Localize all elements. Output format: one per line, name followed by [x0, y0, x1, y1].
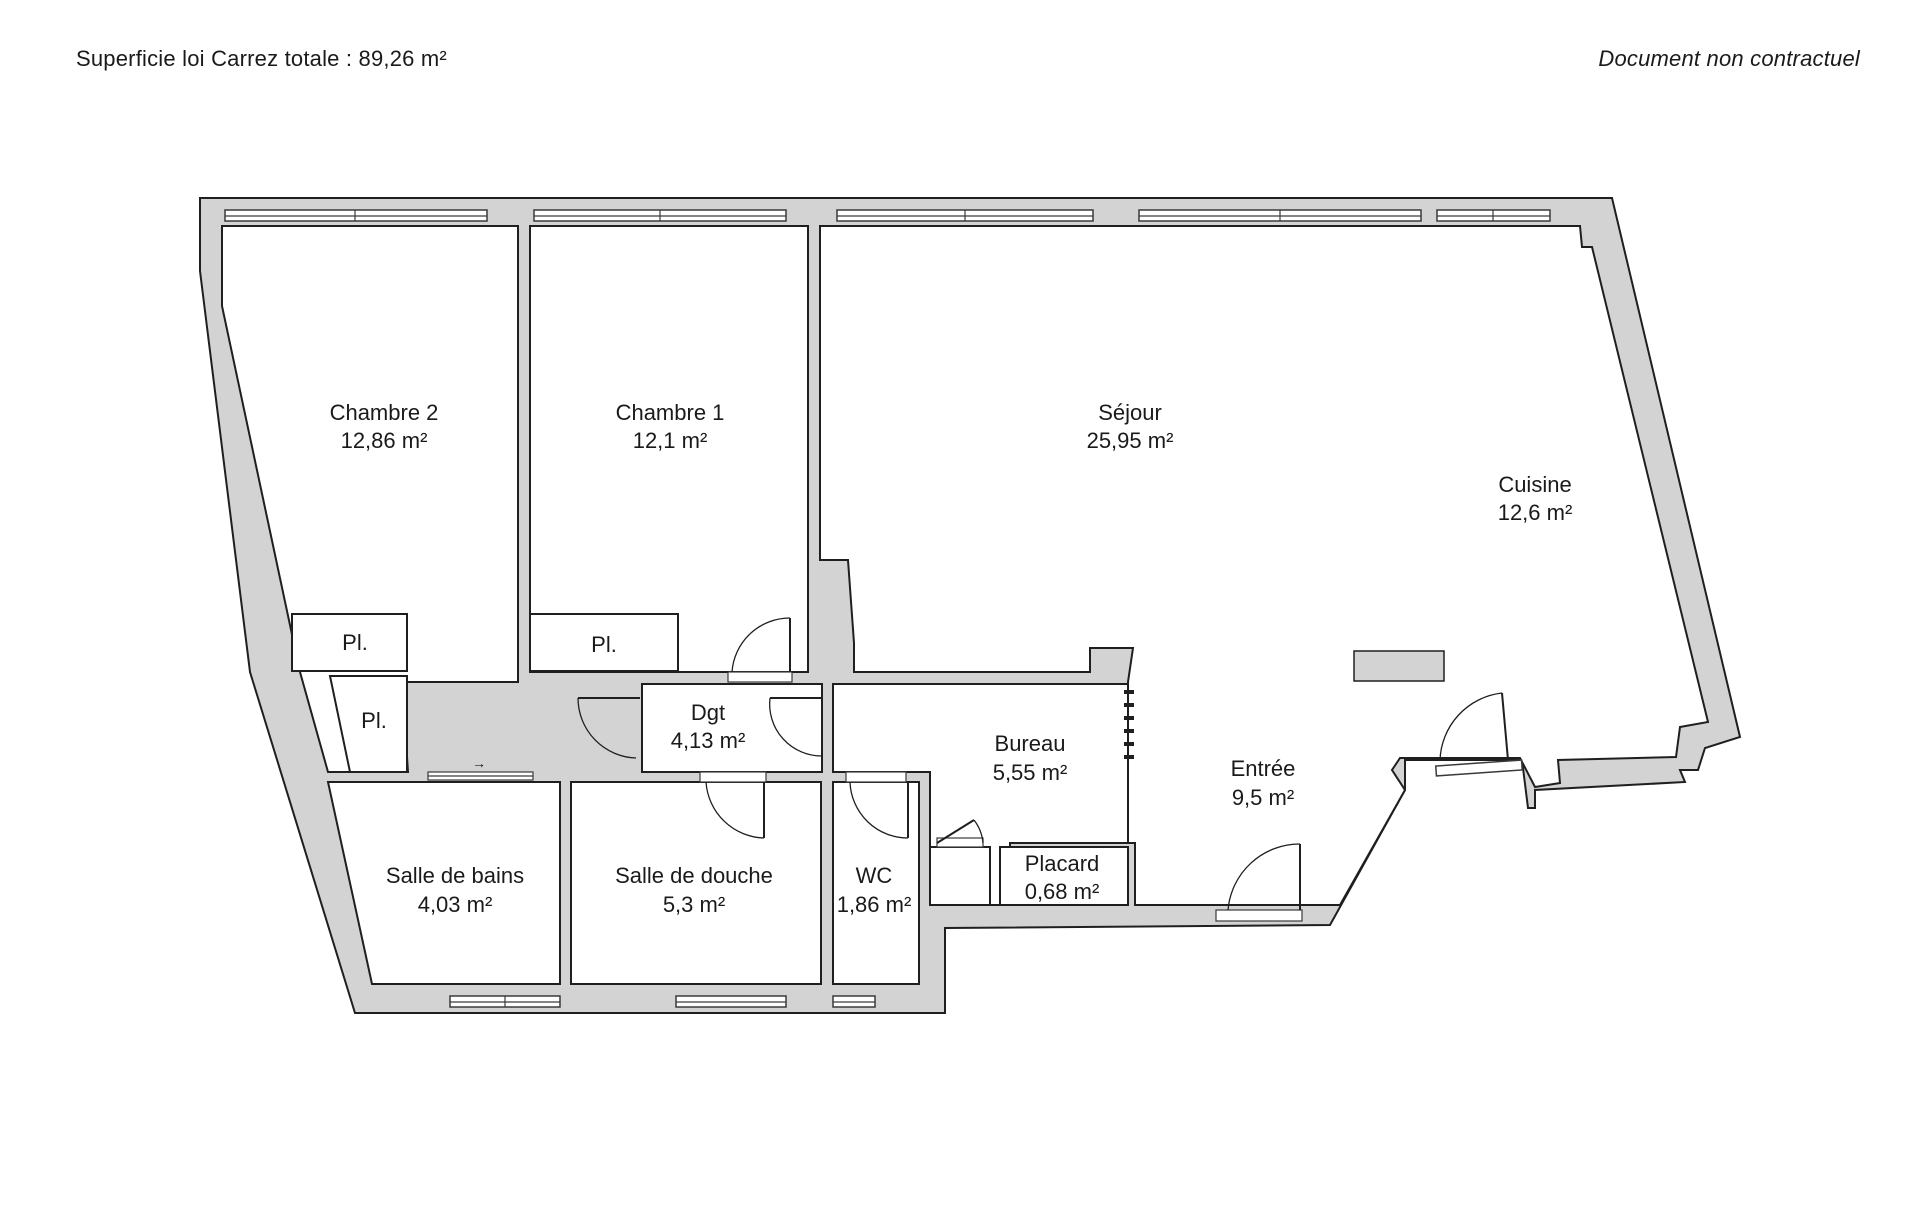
room-name-entree: Entrée: [1231, 756, 1296, 781]
room-area-salle-de-bains: 4,03 m²: [418, 892, 493, 917]
room-area-bureau: 5,55 m²: [993, 760, 1068, 785]
room-name-dgt: Dgt: [691, 700, 725, 725]
room-wc: [832, 781, 920, 985]
room-area-placard: 0,68 m²: [1025, 879, 1100, 904]
room-area-chambre-1: 12,1 m²: [633, 428, 708, 453]
room-name-wc: WC: [856, 863, 893, 888]
room-name-salle-de-bains: Salle de bains: [386, 863, 524, 888]
total-area-text: Superficie loi Carrez totale : 89,26 m²: [76, 46, 447, 71]
room-area-chambre-2: 12,86 m²: [341, 428, 428, 453]
room-name-bureau: Bureau: [995, 731, 1066, 756]
closet-chambre-2-b: [328, 675, 408, 773]
room-placard: [999, 846, 1129, 906]
stairs-radiator: [1124, 690, 1134, 759]
svg-text:→: →: [472, 755, 486, 771]
room-placard-bureau: [929, 846, 991, 906]
room-name-cuisine: Cuisine: [1498, 472, 1571, 497]
room-salle-de-bains: [326, 781, 561, 985]
closet-chambre-1: [529, 613, 679, 672]
closet-label-3: Pl.: [591, 632, 617, 657]
room-name-placard: Placard: [1025, 851, 1100, 876]
room-sejour-cuisine: [819, 225, 1710, 906]
closet-chambre-2-a: [291, 613, 408, 672]
room-name-salle-de-douche: Salle de douche: [615, 863, 773, 888]
room-area-entree: 9,5 m²: [1232, 785, 1294, 810]
doors: →: [427, 617, 1509, 922]
room-name-sejour: Séjour: [1098, 400, 1162, 425]
room-area-cuisine: 12,6 m²: [1498, 500, 1573, 525]
room-area-dgt: 4,13 m²: [671, 728, 746, 753]
kitchen-counter: [1353, 650, 1445, 682]
room-area-wc: 1,86 m²: [837, 892, 912, 917]
room-salle-de-douche: [570, 781, 822, 985]
closet-label-1: Pl.: [342, 630, 368, 655]
room-name-chambre-2: Chambre 2: [330, 400, 439, 425]
closet-label-2: Pl.: [361, 708, 387, 733]
room-chambre-1: [529, 225, 809, 673]
room-name-chambre-1: Chambre 1: [616, 400, 725, 425]
windows-bottom: [449, 759, 1524, 1008]
room-area-sejour: 25,95 m²: [1087, 428, 1174, 453]
windows-top: [224, 209, 1551, 222]
room-area-salle-de-douche: 5,3 m²: [663, 892, 725, 917]
disclaimer-text: Document non contractuel: [1598, 46, 1860, 71]
